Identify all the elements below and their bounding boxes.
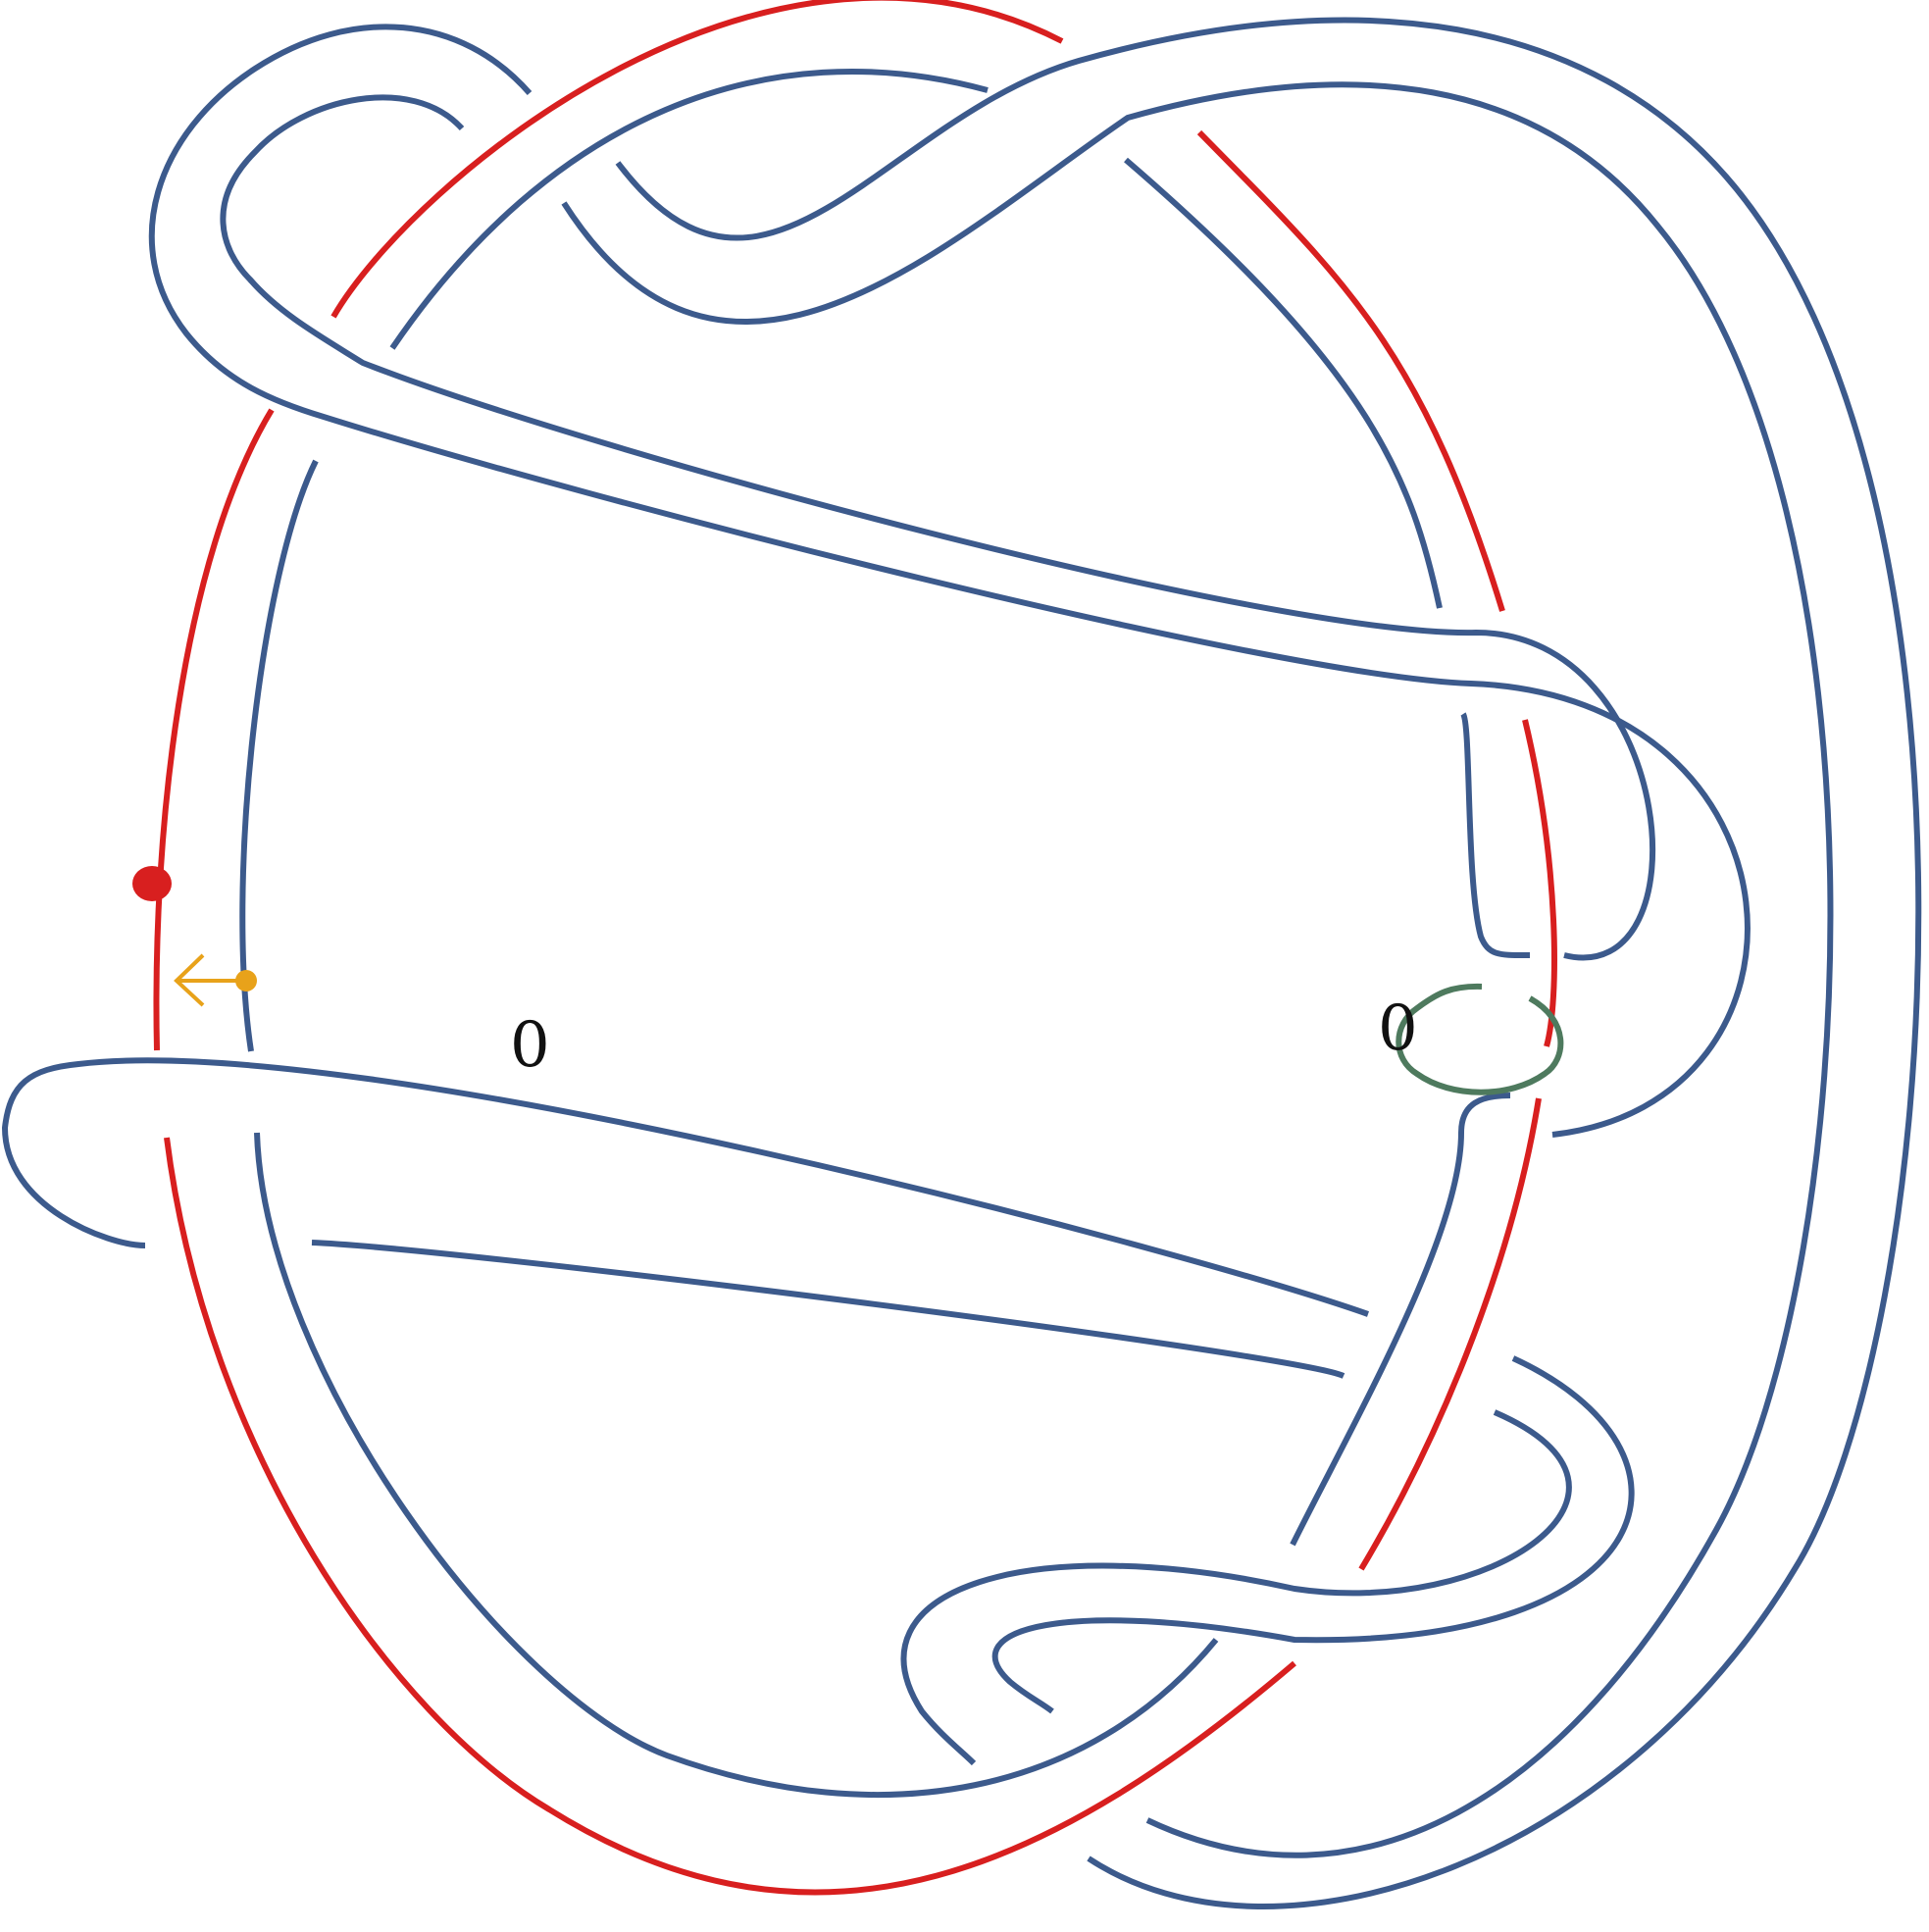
- blue-strand-top-band-outer: [389, 69, 989, 350]
- blue-strand-top-band-upper: [615, 17, 1922, 1909]
- framing-label-right: 0: [1378, 992, 1418, 1065]
- red-strands: [153, 0, 1557, 1896]
- blue-strand-top-left-outer: [148, 24, 1751, 1138]
- blue-strand-middle-lower: [311, 1240, 1345, 1379]
- blue-strand-top-left-inner: [220, 94, 1656, 961]
- red-strand-left-upper: [153, 408, 275, 1051]
- blue-strand-middle-upper: [2, 1057, 1369, 1317]
- blue-strands: [2, 17, 1922, 1909]
- blue-strand-right-inner-lower: [1290, 1093, 1511, 1547]
- red-strand-top-right: [1196, 129, 1505, 612]
- red-strand-left-lower: [164, 1137, 1296, 1896]
- red-dot: [132, 866, 172, 901]
- blue-strand-diagonal-right: [1124, 157, 1443, 609]
- green-loop-left: [1396, 983, 1564, 1095]
- blue-strand-right-inner-upper: [1460, 712, 1531, 959]
- green-loop: [1396, 983, 1564, 1095]
- red-dot-marker: [132, 866, 172, 901]
- left-arrow-icon: [174, 953, 257, 1007]
- blue-strand-left-vertical-lower: [254, 1132, 1219, 1799]
- red-strand-right-lower: [1358, 1097, 1542, 1571]
- arrow-dot: [235, 970, 257, 991]
- blue-strand-bottom-loop-outer: [991, 1355, 1635, 1714]
- red-strand-top-arc: [330, 0, 1064, 319]
- red-strand-right-middle: [1522, 719, 1557, 1047]
- blue-strand-top-band-lower: [561, 81, 1834, 1858]
- blue-strand-bottom-loop-inner: [900, 1409, 1572, 1766]
- blue-strand-left-vertical-upper: [239, 459, 319, 1052]
- arrow-head: [174, 953, 205, 1007]
- framing-label-left: 0: [510, 1009, 550, 1082]
